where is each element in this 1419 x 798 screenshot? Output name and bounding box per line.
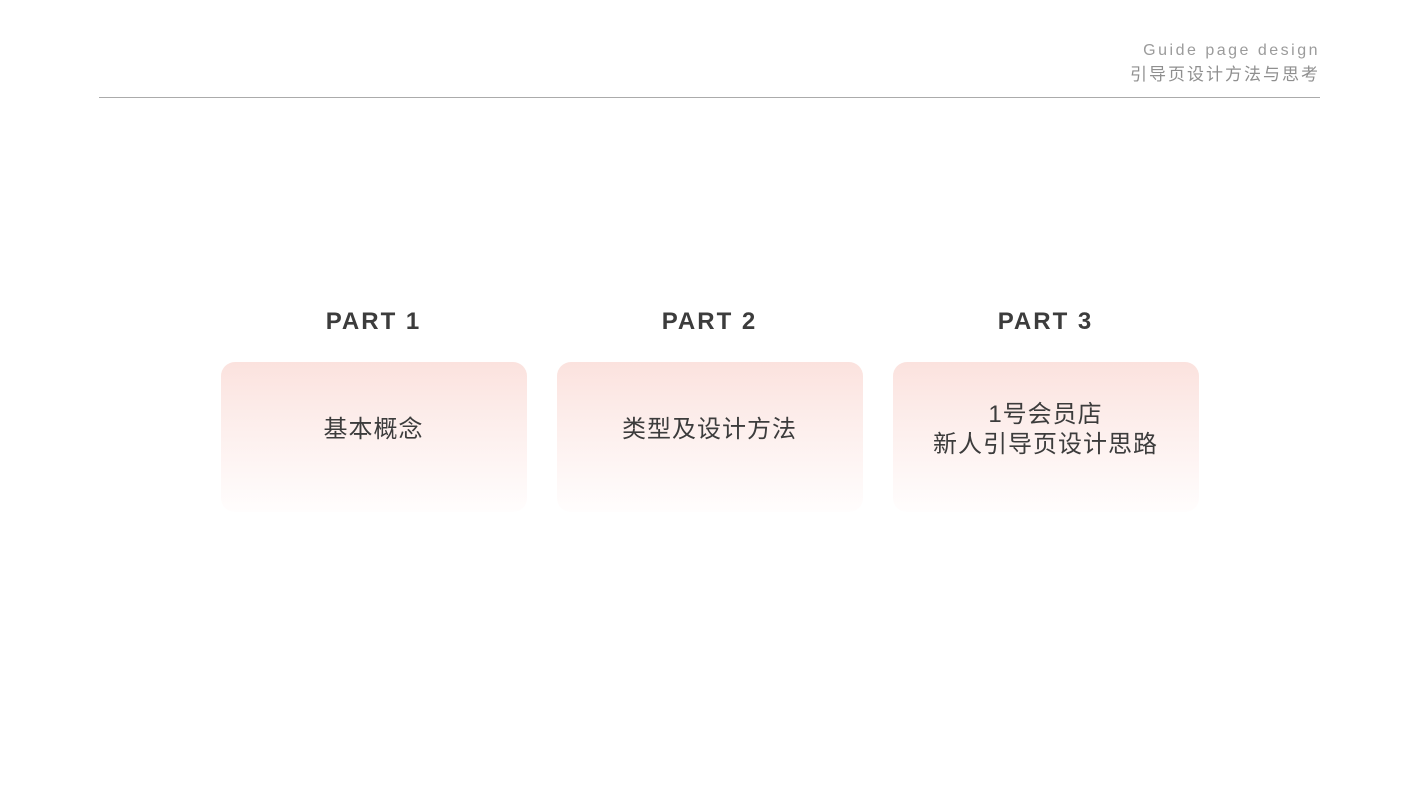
parts-row: PART 1 基本概念 PART 2 类型及设计方法 PART 3 1号会员店 … [0, 306, 1419, 512]
header-title-en: Guide page design [1143, 42, 1320, 59]
part-column-2: PART 2 类型及设计方法 [556, 306, 863, 512]
header-subtitle-zh: 引导页设计方法与思考 [1130, 65, 1320, 84]
part-1-card: 基本概念 [220, 362, 527, 512]
card-title-line: 1号会员店 [988, 401, 1103, 428]
card-title-line: 新人引导页设计思路 [933, 431, 1158, 458]
part-1-heading: PART 1 [325, 308, 422, 335]
part-column-1: PART 1 基本概念 [220, 306, 527, 512]
part-2-heading: PART 2 [661, 308, 758, 335]
header: Guide page design 引导页设计方法与思考 [1130, 40, 1320, 87]
part-2-card-title: 类型及设计方法 [622, 415, 797, 445]
part-1-card-title: 基本概念 [324, 415, 424, 445]
card-title-line: 类型及设计方法 [622, 416, 797, 443]
part-3-card-title: 1号会员店 新人引导页设计思路 [933, 400, 1158, 460]
part-3-card: 1号会员店 新人引导页设计思路 [892, 362, 1199, 512]
part-column-3: PART 3 1号会员店 新人引导页设计思路 [892, 306, 1199, 512]
header-divider [99, 97, 1320, 98]
card-title-line: 基本概念 [323, 416, 424, 443]
part-3-heading: PART 3 [997, 308, 1094, 335]
part-2-card: 类型及设计方法 [556, 362, 863, 512]
